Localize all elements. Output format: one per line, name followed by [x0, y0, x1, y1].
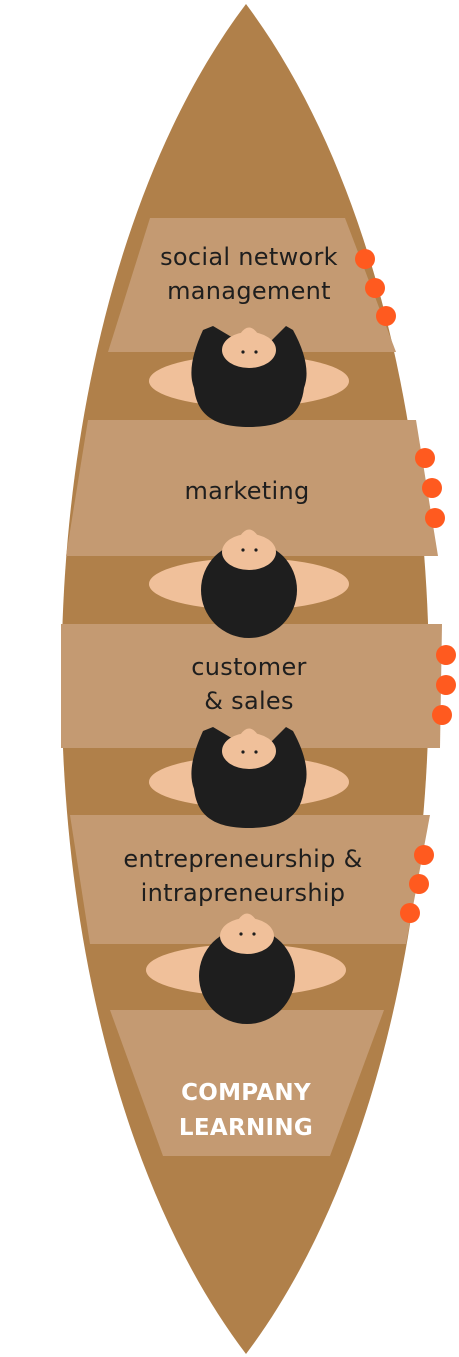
- section-label-customer-sales: customer & sales: [124, 650, 374, 718]
- rower-eye: [241, 350, 245, 354]
- paddle-dot: [400, 903, 420, 923]
- rower-3: [149, 727, 349, 828]
- rower-face: [222, 534, 276, 570]
- rower-eye: [254, 750, 258, 754]
- section-label-line: intrapreneurship: [140, 879, 346, 907]
- section-label-line: & sales: [204, 687, 294, 715]
- section-label-entrepreneurship: entrepreneurship & intrapreneurship: [93, 842, 393, 910]
- paddle-2: [415, 448, 445, 528]
- rower-face: [222, 332, 276, 368]
- section-label-line: customer: [191, 653, 307, 681]
- section-label-line: marketing: [184, 477, 310, 505]
- rower-nose: [240, 728, 258, 735]
- rower-eye: [254, 350, 258, 354]
- bench-company-learning: [110, 1010, 384, 1156]
- section-label-social-network-management: social network management: [124, 240, 374, 308]
- section-label-line: social network: [160, 243, 338, 271]
- paddle-3: [432, 645, 456, 725]
- rower-hair: [201, 542, 297, 638]
- rower-hair: [199, 928, 295, 1024]
- rower-2: [149, 529, 349, 638]
- paddle-dot: [365, 278, 385, 298]
- rower-eye: [241, 548, 245, 552]
- paddle-4: [400, 845, 434, 923]
- rower-nose: [240, 529, 258, 536]
- paddle-dot: [425, 508, 445, 528]
- paddle-dot: [376, 306, 396, 326]
- bench-marketing: [66, 420, 438, 556]
- section-label-line: LEARNING: [178, 1115, 314, 1141]
- rower-hair: [191, 326, 307, 427]
- rower-nose: [238, 913, 256, 920]
- rower-eye: [252, 932, 256, 936]
- paddle-dot: [432, 705, 452, 725]
- section-label-marketing: marketing: [122, 474, 372, 508]
- paddle-dot: [422, 478, 442, 498]
- paddle-dot: [414, 845, 434, 865]
- rower-eye: [239, 932, 243, 936]
- section-label-line: COMPANY: [181, 1080, 311, 1106]
- paddle-dot: [409, 874, 429, 894]
- rower-eye: [241, 750, 245, 754]
- rower-1: [149, 326, 349, 427]
- bench-social-network: [108, 218, 396, 352]
- section-label-line: management: [167, 277, 331, 305]
- paddle-dot: [415, 448, 435, 468]
- rower-hair: [191, 727, 307, 828]
- rower-eye: [254, 548, 258, 552]
- bench-entrepreneurship: [70, 815, 430, 944]
- paddle-1: [355, 249, 396, 326]
- section-label-company-learning: COMPANY LEARNING: [146, 1076, 346, 1146]
- paddle-dot: [355, 249, 375, 269]
- bench-customer-sales: [61, 624, 442, 748]
- paddle-dot: [436, 645, 456, 665]
- rower-4: [146, 913, 346, 1024]
- section-label-line: entrepreneurship &: [123, 845, 363, 873]
- paddle-dot: [436, 675, 456, 695]
- rower-face: [222, 733, 276, 769]
- rower-face: [220, 918, 274, 954]
- rower-nose: [240, 327, 258, 334]
